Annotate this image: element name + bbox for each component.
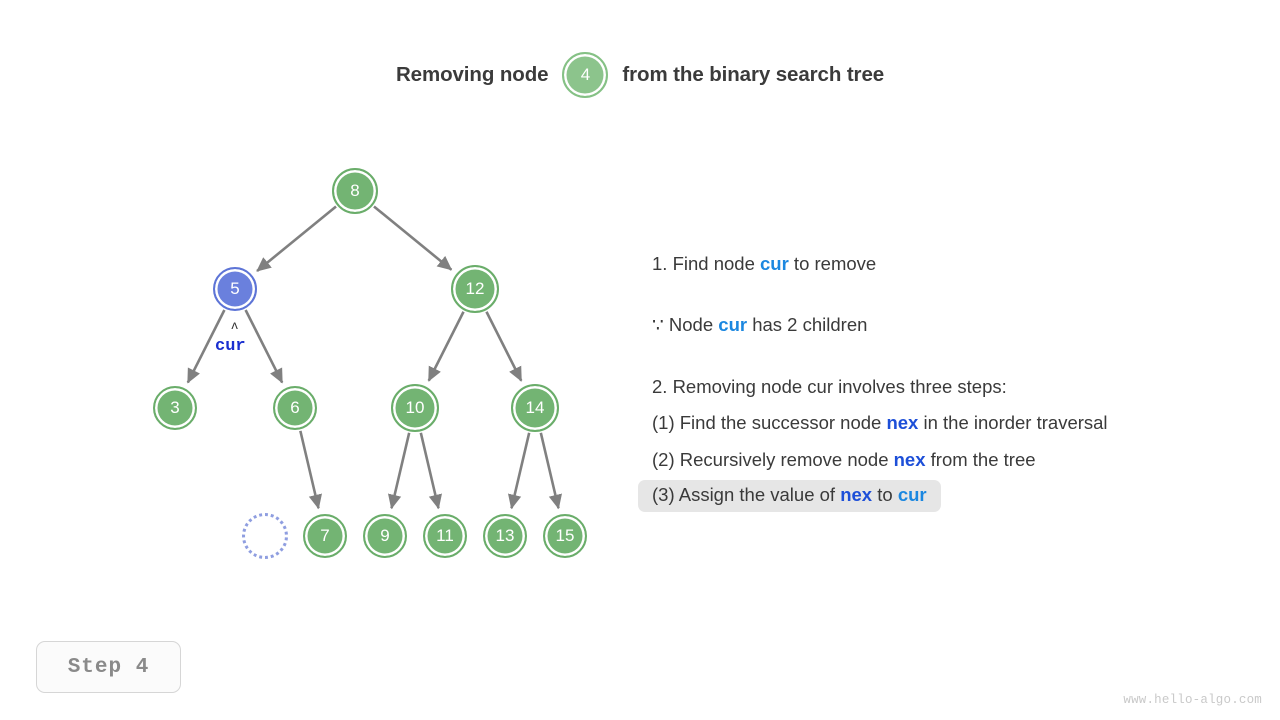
tree-edge <box>508 432 531 510</box>
step-badge-label: Step 4 <box>67 655 150 679</box>
tree-node-11: 11 <box>423 514 467 558</box>
tree-node-15: 15 <box>543 514 587 558</box>
keyword-cur: cur <box>760 252 789 274</box>
keyword-nex: nex <box>886 412 919 434</box>
description-text-run: to remove <box>788 252 877 274</box>
tree-edge <box>388 432 411 510</box>
tree-edge <box>539 432 562 510</box>
tree-node-12: 12 <box>451 265 499 313</box>
tree-edge <box>186 309 226 384</box>
keyword-cur: cur <box>897 484 927 506</box>
tree-node-7: 7 <box>303 514 347 558</box>
keyword-nex: nex <box>893 448 926 470</box>
tree-edge <box>427 311 465 382</box>
description-text-run: 2. Removing node cur involves three step… <box>652 375 1007 397</box>
tree-node-3: 3 <box>153 386 197 430</box>
description-line: ∵ Node cur has 2 children <box>652 307 1264 343</box>
tree-node-5: 5 <box>213 267 257 311</box>
description-spacer <box>652 344 1264 369</box>
watermark: www.hello-algo.com <box>1123 693 1262 707</box>
description-text-run: (2) Recursively remove node <box>652 448 894 470</box>
tree-node-6: 6 <box>273 386 317 430</box>
pointer-label-cur: cur <box>215 337 246 356</box>
description-line: 1. Find node cur to remove <box>652 246 1264 282</box>
tree-node-9: 9 <box>363 514 407 558</box>
description-text-run: has 2 children <box>747 314 868 336</box>
description-line-text: (2) Recursively remove node nex from the… <box>652 448 1036 470</box>
description-panel: 1. Find node cur to remove ∵ Node cur has… <box>638 246 1264 514</box>
tree-edge <box>373 205 453 271</box>
tree-edge <box>419 432 442 510</box>
tree-node-removed-placeholder <box>242 513 288 559</box>
description-line-text: 2. Removing node cur involves three step… <box>652 375 1007 397</box>
description-text-run: (1) Find the successor node <box>652 412 887 434</box>
description-text-run: to <box>872 484 898 506</box>
title-suffix: from the binary search tree <box>622 63 885 86</box>
keyword-nex: nex <box>840 484 873 506</box>
description-text-run: ∵ Node <box>652 314 719 336</box>
description-spacer <box>652 282 1264 307</box>
tree-edge <box>299 430 322 510</box>
description-line: 2. Removing node cur involves three step… <box>652 369 1264 405</box>
tree-node-8: 8 <box>332 168 378 214</box>
step-badge: Step 4 <box>36 641 181 693</box>
description-line-highlighted: (3) Assign the value of nex to cur <box>638 480 941 512</box>
pointer-caret-icon: ʌ <box>231 319 239 333</box>
description-line: (3) Assign the value of nex to cur <box>638 478 1264 514</box>
description-text-run: in the inorder traversal <box>918 412 1108 434</box>
tree-node-10: 10 <box>391 384 439 432</box>
tree-node-14: 14 <box>511 384 559 432</box>
title-prefix: Removing node <box>395 63 549 86</box>
description-line: (2) Recursively remove node nex from the… <box>652 442 1264 478</box>
keyword-cur: cur <box>718 314 748 336</box>
tree-edge <box>485 311 523 382</box>
tree-node-13: 13 <box>483 514 527 558</box>
description-line-text: ∵ Node cur has 2 children <box>652 316 867 335</box>
description-line: (1) Find the successor node nex in the i… <box>652 405 1264 441</box>
tree-edge <box>256 205 337 272</box>
tree-edges-layer <box>186 205 562 510</box>
description-text-run: from the tree <box>925 448 1036 470</box>
description-text-run: 1. Find node <box>652 252 760 274</box>
tree-edge <box>244 309 284 384</box>
description-line-text: 1. Find node cur to remove <box>652 252 877 274</box>
description-text-run: (3) Assign the value of <box>652 484 841 506</box>
page-title: Removing node 4 from the binary search t… <box>0 52 1280 98</box>
description-line-text: (1) Find the successor node nex in the i… <box>652 412 1108 434</box>
title-node-badge: 4 <box>562 52 609 98</box>
